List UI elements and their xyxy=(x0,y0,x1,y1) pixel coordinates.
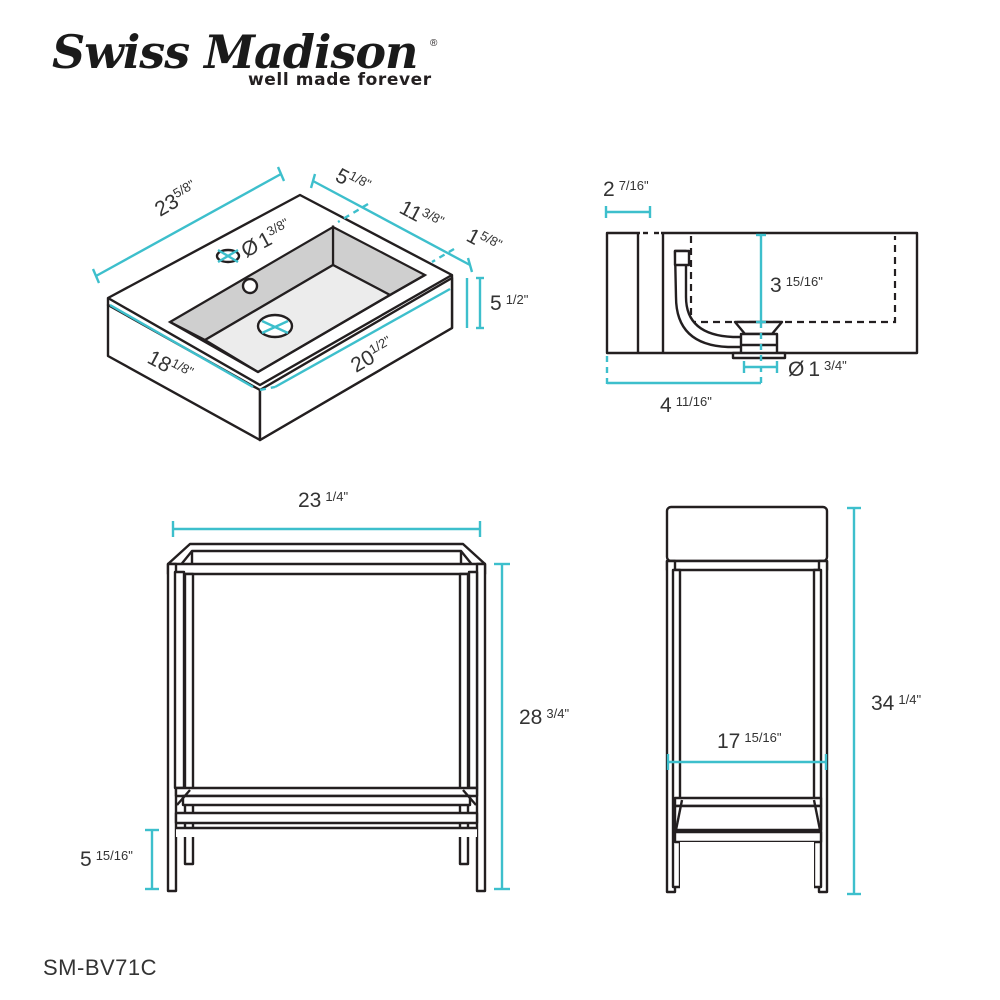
brand-name: Swiss Madison xyxy=(52,25,418,79)
registered-mark: ® xyxy=(430,38,438,49)
dim-front-lip: 15/8" xyxy=(463,222,505,260)
overflow-hole xyxy=(241,277,259,295)
model-number: SM-BV71C xyxy=(43,955,158,980)
brand-tagline: well made forever xyxy=(248,70,432,90)
sink-top-profile xyxy=(665,505,829,563)
sink-front-right-face xyxy=(258,276,454,442)
dim-overall-width: 235/8" xyxy=(150,176,203,221)
dim-basin-depth: 113/8" xyxy=(396,194,447,237)
brand-logo: Swiss Madison ® well made forever xyxy=(52,24,452,94)
